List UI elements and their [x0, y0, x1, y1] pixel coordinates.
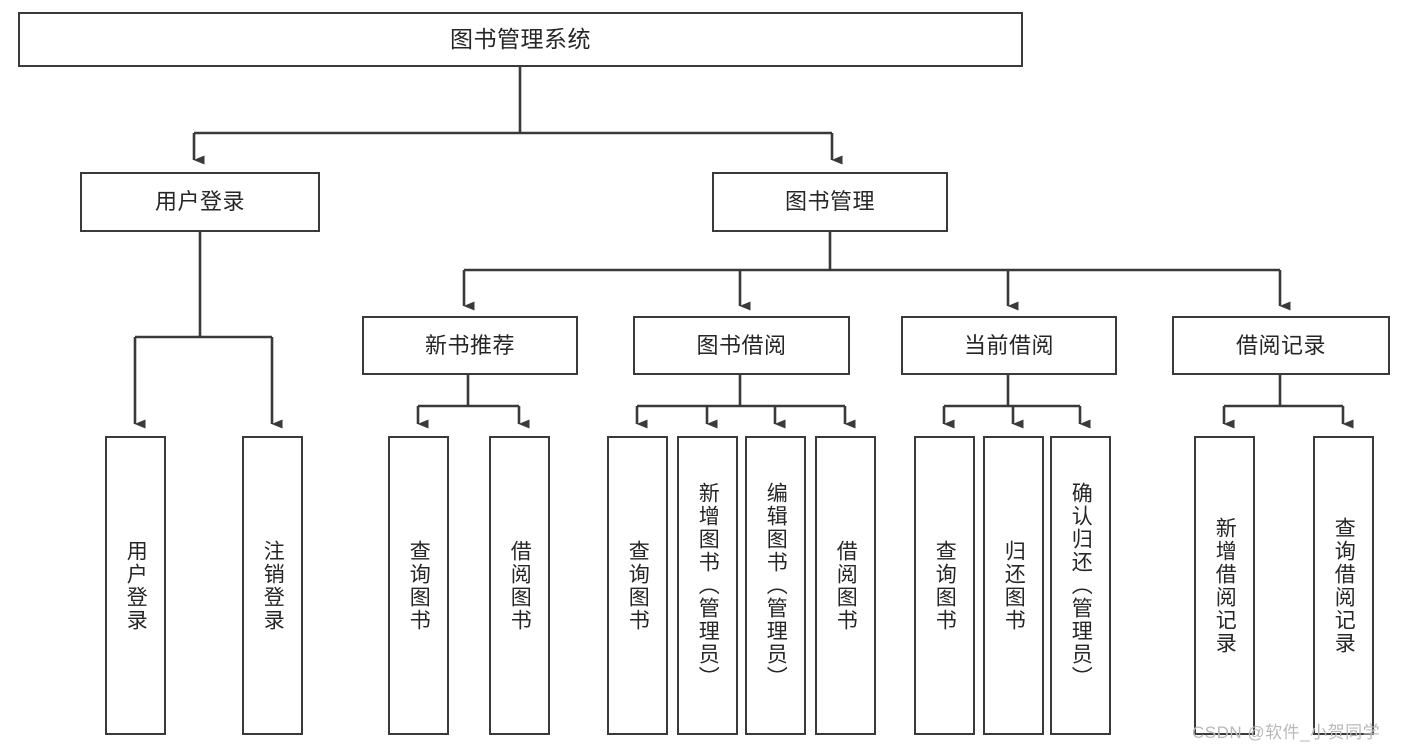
node-label: 借阅记录	[1235, 332, 1326, 358]
node-label: 新书推荐	[424, 332, 515, 358]
node-book-borrow[interactable]: 图书借阅	[633, 316, 850, 375]
node-label: 新增图书（管理员）	[696, 482, 720, 689]
leaf-newbook-borrow-book[interactable]: 借阅图书	[489, 436, 550, 735]
node-label: 用户登录	[124, 539, 148, 632]
leaf-newbook-query-book[interactable]: 查询图书	[388, 436, 449, 735]
leaf-bookborrow-borrow-book[interactable]: 借阅图书	[815, 436, 876, 735]
node-current-borrow[interactable]: 当前借阅	[901, 316, 1117, 375]
node-label: 归还图书	[1002, 539, 1026, 632]
csdn-watermark: CSDN @软件_小贺同学	[1192, 723, 1381, 742]
leaf-bookborrow-add-book-admin[interactable]: 新增图书（管理员）	[677, 436, 738, 735]
leaf-currentborrow-return-book[interactable]: 归还图书	[983, 436, 1044, 735]
node-label: 借阅图书	[834, 539, 858, 632]
leaf-currentborrow-confirm-return-admin[interactable]: 确认归还（管理员）	[1050, 436, 1111, 735]
leaf-user-login[interactable]: 用户登录	[105, 436, 166, 735]
node-label: 当前借阅	[963, 332, 1054, 358]
node-label: 注销登录	[261, 539, 285, 632]
node-label: 查询借阅记录	[1332, 516, 1356, 655]
node-root-book-management-system[interactable]: 图书管理系统	[18, 12, 1023, 67]
node-label: 查询图书	[407, 539, 431, 632]
leaf-bookborrow-edit-book-admin[interactable]: 编辑图书（管理员）	[745, 436, 806, 735]
leaf-bookborrow-query-book[interactable]: 查询图书	[607, 436, 668, 735]
node-user-login[interactable]: 用户登录	[80, 172, 320, 232]
node-label: 查询图书	[626, 539, 650, 632]
node-new-book-recommend[interactable]: 新书推荐	[362, 316, 578, 375]
node-label: 用户登录	[154, 189, 245, 215]
node-borrow-record[interactable]: 借阅记录	[1172, 316, 1390, 375]
node-label: 图书管理系统	[450, 25, 591, 52]
node-label: 图书借阅	[696, 332, 787, 358]
node-label: 确认归还（管理员）	[1069, 482, 1093, 689]
node-book-management[interactable]: 图书管理	[712, 172, 948, 232]
leaf-borrowrecord-query-record[interactable]: 查询借阅记录	[1313, 436, 1374, 735]
leaf-currentborrow-query-book[interactable]: 查询图书	[914, 436, 975, 735]
node-label: 编辑图书（管理员）	[764, 482, 788, 689]
node-label: 图书管理	[784, 189, 875, 215]
leaf-borrowrecord-add-record[interactable]: 新增借阅记录	[1194, 436, 1255, 735]
node-label: 查询图书	[933, 539, 957, 632]
node-label: 新增借阅记录	[1213, 516, 1237, 655]
leaf-user-logout[interactable]: 注销登录	[242, 436, 303, 735]
node-label: 借阅图书	[508, 539, 532, 632]
